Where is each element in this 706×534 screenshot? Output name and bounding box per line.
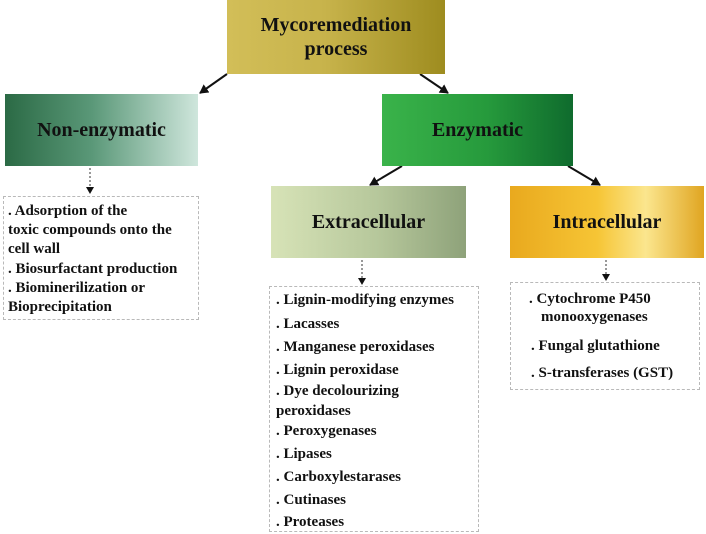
node-enzymatic: Enzymatic [382,94,573,166]
list-item: . S-transferases (GST) [531,365,674,381]
root-node-mycoremediation-process: Mycoremediation process [227,0,445,74]
list-item: toxic compounds onto the [8,222,172,238]
intracellular-title: Intracellular [552,210,662,233]
root-title-line1: Mycoremediation [260,14,412,36]
node-intracellular: Intracellular [510,186,704,258]
node-non-enzymatic: Non-enzymatic [5,94,198,166]
arrow-enzymatic-to-extracellular [369,165,403,186]
list-item: . Peroxygenases [276,423,377,439]
list-item: . Cytochrome P450 [529,291,651,307]
node-extracellular: Extracellular [271,186,466,258]
list-item: peroxidases [276,403,351,419]
arrow-enzymatic-to-intracellular [567,165,601,186]
root-title-line2: process [304,38,368,60]
list-item: . Lipases [276,446,332,462]
non-enzymatic-title: Non-enzymatic [37,118,166,141]
extracellular-title: Extracellular [311,210,426,233]
list-item: . Lignin peroxidase [276,362,399,378]
extracellular-list: . Lignin-modifying enzymes . Lacasses . … [269,286,479,532]
non-enzymatic-list: . Adsorption of the toxic compounds onto… [3,196,199,320]
list-item: . Biominerilization or [8,280,146,296]
list-item: . Fungal glutathione [531,338,660,354]
arrow-root-to-enzymatic [419,73,449,94]
list-item: . Dye decolourizing [276,383,399,399]
enzymatic-title: Enzymatic [431,118,524,141]
intracellular-list: . Cytochrome P450 monooxygenases . Funga… [510,282,700,390]
list-item: . Proteases [276,514,345,530]
list-item: monooxygenases [541,309,648,325]
list-item: . Manganese peroxidases [276,339,435,355]
list-item: . Carboxylestarases [276,469,401,485]
list-item: . Biosurfactant production [8,261,178,277]
list-item: . Lacasses [276,316,340,332]
list-item: cell wall [8,241,61,257]
list-item: . Lignin-modifying enzymes [276,292,454,308]
list-item: Bioprecipitation [8,299,112,315]
arrow-root-to-non-enzymatic [199,73,228,94]
list-item: . Adsorption of the [8,203,128,219]
list-item: . Cutinases [276,492,347,508]
